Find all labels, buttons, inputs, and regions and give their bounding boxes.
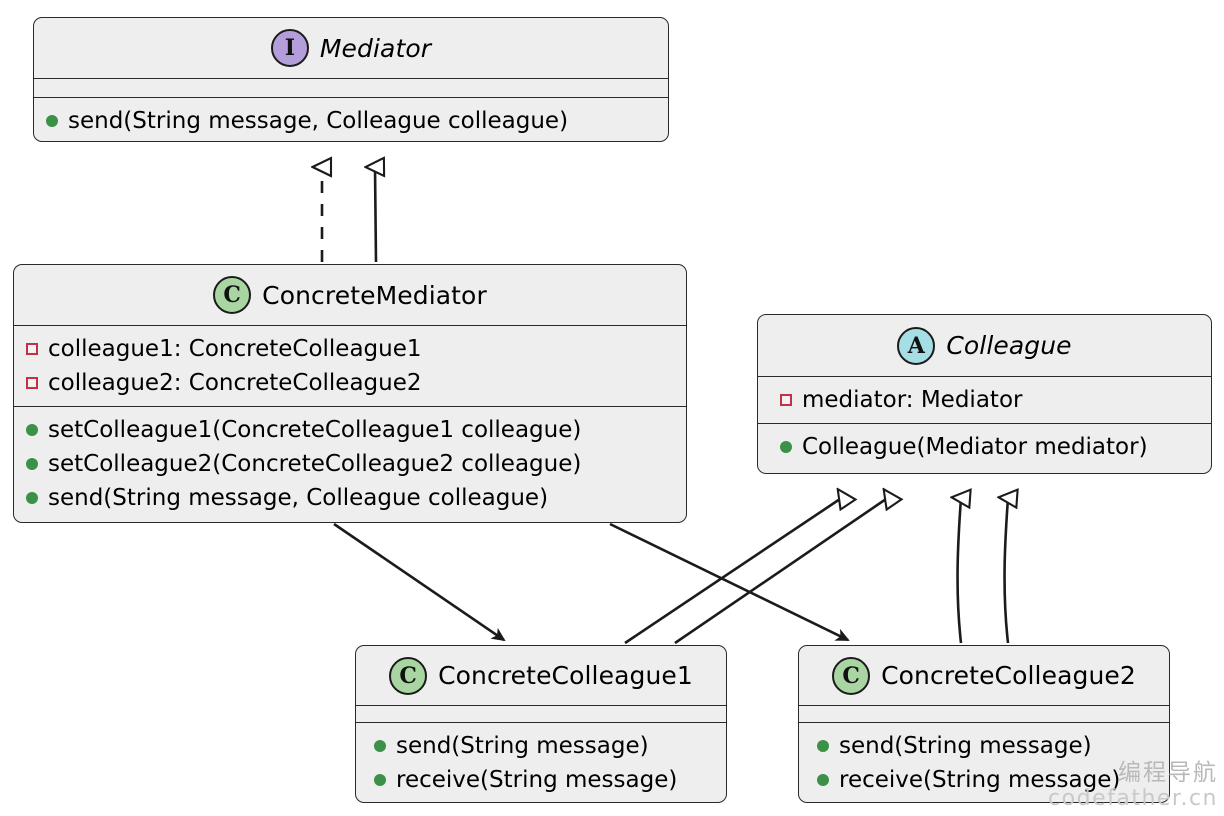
interface-badge-icon: I xyxy=(270,29,309,67)
fields-compartment-mediator xyxy=(34,78,668,97)
class-badge-icon: C xyxy=(389,656,428,695)
public-marker-icon xyxy=(780,441,792,453)
method-label: receive(String message) xyxy=(396,767,678,793)
method-label: receive(String message) xyxy=(839,767,1121,793)
public-marker-icon xyxy=(374,740,386,752)
class-box-concrete-mediator[interactable]: C ConcreteMediator colleague1: ConcreteC… xyxy=(13,264,687,523)
private-marker-icon xyxy=(26,343,38,355)
method-label: setColleague2(ConcreteColleague2 colleag… xyxy=(48,451,582,477)
fields-compartment-concrete-colleague-1 xyxy=(356,705,726,722)
class-badge-icon: C xyxy=(832,656,871,695)
public-marker-icon xyxy=(817,774,829,786)
class-badge-icon: C xyxy=(213,276,252,314)
method-label: send(String message) xyxy=(839,733,1092,759)
class-box-concrete-colleague-2[interactable]: C ConcreteColleague2 send(String message… xyxy=(798,645,1170,803)
class-name-concrete-colleague-2: ConcreteColleague2 xyxy=(881,661,1136,690)
public-marker-icon xyxy=(46,115,58,127)
public-marker-icon xyxy=(374,774,386,786)
method-row[interactable]: setColleague2(ConcreteColleague2 colleag… xyxy=(14,447,686,481)
class-box-mediator[interactable]: I Mediator send(String message, Colleagu… xyxy=(33,17,669,142)
method-label: send(String message) xyxy=(396,733,649,759)
field-row[interactable]: colleague2: ConcreteColleague2 xyxy=(14,366,686,400)
field-row[interactable]: colleague1: ConcreteColleague1 xyxy=(14,332,686,366)
class-header-concrete-colleague-1: C ConcreteColleague1 xyxy=(356,646,726,705)
methods-compartment-colleague: Colleague(Mediator mediator) xyxy=(758,423,1211,470)
method-row[interactable]: receive(String message) xyxy=(356,763,726,797)
public-marker-icon xyxy=(26,424,38,436)
private-marker-icon xyxy=(26,377,38,389)
method-label: send(String message, Colleague colleague… xyxy=(48,485,549,511)
class-header-mediator: I Mediator xyxy=(34,18,668,78)
field-label: colleague2: ConcreteColleague2 xyxy=(48,370,422,396)
methods-compartment-concrete-colleague-1: send(String message) receive(String mess… xyxy=(356,722,726,802)
relationship-generalization-concretemediator-mediator xyxy=(375,167,376,263)
method-label: send(String message, Colleague colleague… xyxy=(68,108,569,134)
class-header-concrete-mediator: C ConcreteMediator xyxy=(14,265,686,325)
method-row[interactable]: Colleague(Mediator mediator) xyxy=(758,430,1211,464)
methods-compartment-mediator: send(String message, Colleague colleague… xyxy=(34,97,668,141)
method-row[interactable]: receive(String message) xyxy=(799,763,1169,797)
method-row[interactable]: send(String message) xyxy=(799,729,1169,763)
field-label: mediator: Mediator xyxy=(802,387,1023,413)
public-marker-icon xyxy=(26,458,38,470)
abstract-badge-icon: A xyxy=(897,326,936,365)
fields-compartment-concrete-mediator: colleague1: ConcreteColleague1 colleague… xyxy=(14,325,686,406)
methods-compartment-concrete-mediator: setColleague1(ConcreteColleague1 colleag… xyxy=(14,406,686,521)
class-name-mediator: Mediator xyxy=(319,33,432,63)
class-box-colleague[interactable]: A Colleague mediator: Mediator Colleague… xyxy=(757,314,1212,474)
relationship-association-concretemediator-concretecolleague2 xyxy=(609,522,850,642)
method-row[interactable]: setColleague1(ConcreteColleague1 colleag… xyxy=(14,413,686,447)
methods-compartment-concrete-colleague-2: send(String message) receive(String mess… xyxy=(799,722,1169,802)
method-label: setColleague1(ConcreteColleague1 colleag… xyxy=(48,417,582,443)
method-label: Colleague(Mediator mediator) xyxy=(802,434,1148,460)
public-marker-icon xyxy=(817,740,829,752)
private-marker-icon xyxy=(780,394,792,406)
class-name-colleague: Colleague xyxy=(946,331,1072,360)
class-name-concrete-mediator: ConcreteMediator xyxy=(262,280,487,310)
class-header-concrete-colleague-2: C ConcreteColleague2 xyxy=(799,646,1169,705)
class-name-concrete-colleague-1: ConcreteColleague1 xyxy=(438,661,693,690)
fields-compartment-colleague: mediator: Mediator xyxy=(758,376,1211,423)
field-row[interactable]: mediator: Mediator xyxy=(758,383,1211,417)
fields-compartment-concrete-colleague-2 xyxy=(799,705,1169,722)
method-row[interactable]: send(String message, Colleague colleague… xyxy=(34,104,668,138)
relationship-generalization-concretecolleague2-colleague-alt1 xyxy=(958,498,961,644)
relationship-generalization-concretecolleague1-colleague xyxy=(624,497,843,645)
method-row[interactable]: send(String message, Colleague colleague… xyxy=(14,481,686,515)
class-header-colleague: A Colleague xyxy=(758,315,1211,376)
relationship-association-concretemediator-concretecolleague1 xyxy=(333,522,506,642)
method-row[interactable]: send(String message) xyxy=(356,729,726,763)
relationship-generalization-concretecolleague2-colleague xyxy=(674,497,889,645)
relationship-generalization-concretecolleague2-colleague-alt2 xyxy=(1005,498,1008,644)
class-box-concrete-colleague-1[interactable]: C ConcreteColleague1 send(String message… xyxy=(355,645,727,803)
public-marker-icon xyxy=(26,492,38,504)
field-label: colleague1: ConcreteColleague1 xyxy=(48,336,422,362)
